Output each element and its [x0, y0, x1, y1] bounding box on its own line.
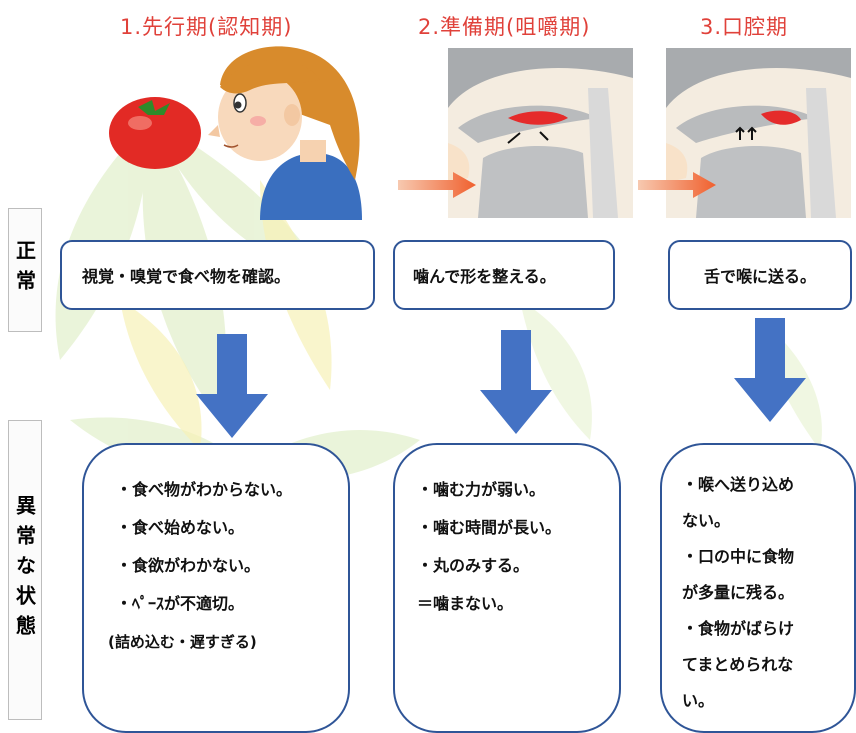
- normal-box-3: 舌で喉に送る。: [668, 240, 852, 310]
- stage-title-3: 3.口腔期: [700, 15, 789, 39]
- normal-text-3: 舌で喉に送る。: [703, 267, 816, 286]
- down-arrow-1: [196, 334, 268, 438]
- down-arrow-2: [480, 330, 552, 434]
- abnormal-2-line-1: ・噛む力が弱い。: [417, 480, 546, 499]
- abnormal-3-line-7: い。: [682, 691, 715, 710]
- normal-text-1: 視覚・嗅覚で食べ物を確認。: [82, 267, 291, 286]
- normal-text-2: 噛んで形を整える。: [413, 267, 556, 286]
- down-arrow-3: [734, 318, 806, 422]
- abnormal-1-line-5: (詰め込む・遅すぎる): [108, 633, 257, 651]
- abnormal-box-3: ・喉へ送り込め ない。 ・口の中に食物 が多量に残る。 ・食物がばらけ てまとめ…: [660, 443, 856, 733]
- stage-title-2: 2.準備期(咀嚼期): [418, 15, 591, 39]
- transition-arrow-2: [638, 172, 716, 198]
- abnormal-box-1: ・食べ物がわからない。 ・食べ始めない。 ・食欲がわかない。 ・ﾍﾟｰｽが不適切…: [82, 443, 350, 733]
- normal-box-2: 噛んで形を整える。: [393, 240, 615, 310]
- abnormal-1-line-2: ・食べ始めない。: [116, 518, 245, 537]
- abnormal-2-line-3: ・丸のみする。: [417, 556, 530, 575]
- abnormal-1-line-4: ・ﾍﾟｰｽが不適切。: [116, 594, 245, 613]
- abnormal-label: 異常な状態: [8, 420, 42, 720]
- abnormal-3-line-4: が多量に残る。: [682, 583, 795, 602]
- abnormal-2-line-4: ＝噛まない。: [417, 594, 514, 613]
- mouth-cross-section-stage2: [448, 48, 633, 218]
- transition-arrow-1: [398, 172, 476, 198]
- normal-box-1: 視覚・嗅覚で食べ物を確認。: [60, 240, 375, 310]
- abnormal-3-line-1: ・喉へ送り込め: [682, 475, 795, 494]
- tomato-and-girl-illustration: [109, 46, 362, 220]
- abnormal-3-line-2: ない。: [682, 511, 731, 530]
- abnormal-3-line-5: ・食物がばらけ: [682, 619, 795, 638]
- abnormal-2-line-2: ・噛む時間が長い。: [417, 518, 562, 537]
- abnormal-1-line-1: ・食べ物がわからない。: [116, 480, 293, 499]
- stage-title-1: 1.先行期(認知期): [120, 15, 293, 39]
- abnormal-3-line-3: ・口の中に食物: [682, 547, 795, 566]
- normal-label: 正常: [8, 208, 42, 332]
- abnormal-box-2: ・噛む力が弱い。 ・噛む時間が長い。 ・丸のみする。 ＝噛まない。: [393, 443, 621, 733]
- abnormal-3-line-6: てまとめられな: [682, 655, 794, 674]
- abnormal-1-line-3: ・食欲がわかない。: [116, 556, 261, 575]
